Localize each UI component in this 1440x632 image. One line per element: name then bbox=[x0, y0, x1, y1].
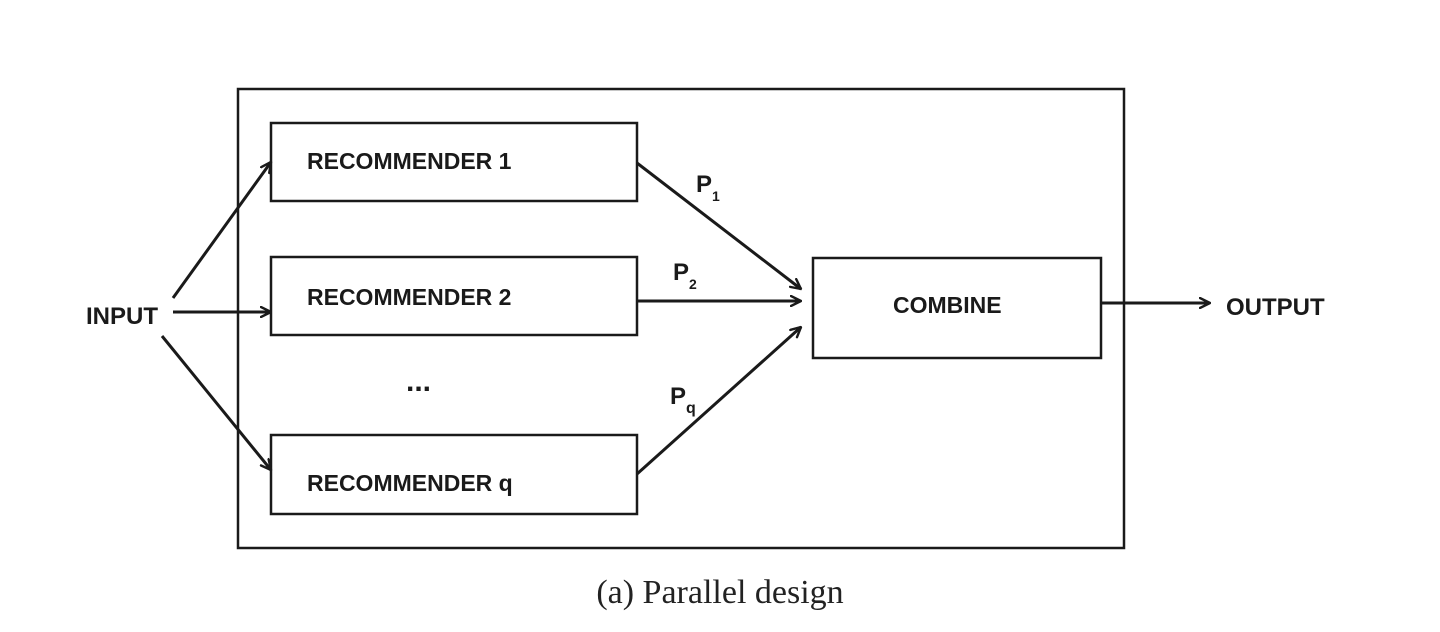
ellipsis: ... bbox=[406, 365, 431, 398]
edge-label-p1: P1 bbox=[696, 171, 720, 204]
recommender-box-1: RECOMMENDER 1 bbox=[269, 121, 639, 203]
system-boundary-box bbox=[236, 87, 1126, 550]
edge-label-p2: P2 bbox=[673, 259, 697, 292]
recommender-label: RECOMMENDER q bbox=[307, 470, 513, 496]
parallel-design-diagram: INPUT RECOMMENDER 1 RECOMMENDER 2 ... RE… bbox=[86, 87, 1325, 550]
input-label: INPUT bbox=[86, 303, 158, 330]
recommender-label: RECOMMENDER 2 bbox=[307, 284, 511, 310]
output-label: OUTPUT bbox=[1226, 294, 1325, 321]
recommender-label: RECOMMENDER 1 bbox=[307, 148, 512, 174]
combine-label: COMBINE bbox=[893, 292, 1002, 318]
figure-caption: (a) Parallel design bbox=[596, 574, 844, 611]
arrow-input-to-recommender-q bbox=[160, 335, 271, 470]
edge-label-pq: Pq bbox=[670, 383, 696, 417]
recommender-box-q: RECOMMENDER q bbox=[269, 433, 639, 516]
arrow-recommender-1-to-combine bbox=[636, 161, 801, 289]
recommender-box-2: RECOMMENDER 2 bbox=[269, 255, 639, 337]
combine-box: COMBINE bbox=[811, 256, 1103, 360]
arrow-recommender-q-to-combine bbox=[635, 327, 801, 476]
arrow-input-to-recommender-1 bbox=[171, 162, 273, 299]
